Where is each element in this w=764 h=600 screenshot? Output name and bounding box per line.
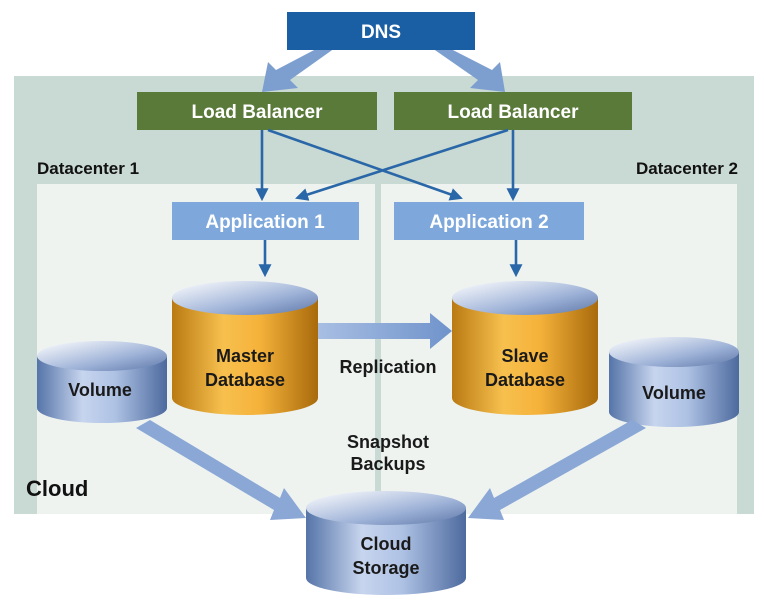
- application-2-label: Application 2: [429, 212, 548, 233]
- volume-2: Volume: [609, 337, 739, 427]
- dns-arrows: [262, 48, 505, 92]
- master-database: Master Database: [172, 281, 318, 415]
- slave-database: Slave Database: [452, 281, 598, 415]
- volume-1: Volume: [37, 341, 167, 423]
- datacenter-2-label: Datacenter 2: [636, 159, 738, 178]
- slave-database-line2: Database: [485, 370, 565, 390]
- lb-to-app-arrows: [255, 128, 520, 202]
- snapshot-label-line1: Snapshot: [347, 432, 429, 452]
- dns-box: DNS: [287, 12, 475, 50]
- load-balancer-2: Load Balancer: [394, 92, 632, 130]
- snapshot-label-line2: Backups: [350, 454, 425, 474]
- master-database-line1: Master: [216, 346, 274, 366]
- datacenter-1-label: Datacenter 1: [37, 159, 139, 178]
- app-to-db-arrows: [258, 240, 523, 278]
- load-balancer-1-label: Load Balancer: [192, 102, 324, 123]
- application-1-label: Application 1: [205, 212, 325, 233]
- cloud-label: Cloud: [26, 476, 88, 501]
- snapshot-arrows: [136, 420, 646, 520]
- cloud-storage-line1: Cloud: [361, 534, 412, 554]
- cloud-storage: Cloud Storage: [306, 491, 466, 595]
- application-1: Application 1: [172, 202, 359, 240]
- slave-database-line1: Slave: [501, 346, 548, 366]
- master-database-line2: Database: [205, 370, 285, 390]
- cloud-storage-line2: Storage: [352, 558, 419, 578]
- replication-arrow: [316, 313, 452, 349]
- application-2: Application 2: [394, 202, 584, 240]
- replication-label: Replication: [339, 357, 436, 377]
- load-balancer-1: Load Balancer: [137, 92, 377, 130]
- volume-2-label: Volume: [642, 383, 706, 403]
- dns-label: DNS: [361, 22, 401, 43]
- volume-1-label: Volume: [68, 380, 132, 400]
- load-balancer-2-label: Load Balancer: [448, 102, 580, 123]
